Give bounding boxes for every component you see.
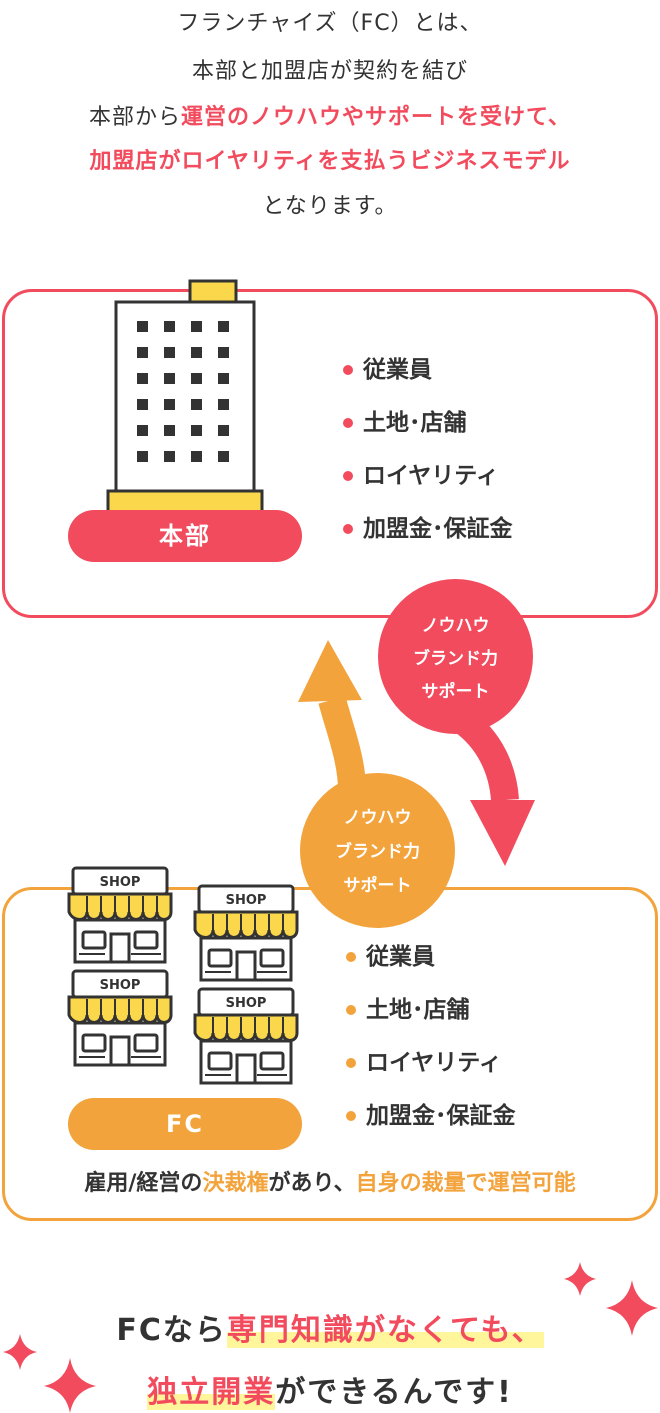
note-plain-1: 雇用/経営の <box>84 1171 203 1196</box>
closing-plain-2: ができるんです! <box>275 1375 513 1410</box>
fc-item-label: 従業員 <box>366 944 435 970</box>
note-highlight-1: 決裁権 <box>202 1171 269 1196</box>
fc-item: 従業員 <box>346 937 516 990</box>
sparkle-icon <box>606 1280 658 1336</box>
arrow-down-head <box>470 800 535 866</box>
support-orange-line-2: ブランド力 <box>335 842 420 862</box>
intro-line-3: 本部から運営のノウハウやサポートを受けて、 <box>0 99 660 131</box>
hq-item-label: 加盟金･保証金 <box>363 516 513 542</box>
franchise-note: 雇用/経営の決裁権があり、自身の裁量で運営可能 <box>0 1165 660 1197</box>
bullet-dot <box>343 471 353 481</box>
sparkle-icon <box>44 1358 96 1413</box>
bullet-dot <box>346 1058 356 1068</box>
bullet-dot <box>343 365 353 375</box>
shop-sign: SHOP <box>100 875 141 890</box>
support-orange-line-1: ノウハウ <box>343 808 412 828</box>
fc-item-label: 土地･店舗 <box>366 997 470 1023</box>
headquarters-label: 本部 <box>68 510 302 562</box>
intro-line-3-highlight: 運営のノウハウやサポートを受けて、 <box>181 105 571 130</box>
intro-line-2: 本部と加盟店が契約を結び <box>191 59 468 84</box>
fc-item-label: ロイヤリティ <box>366 1050 502 1076</box>
hq-item-label: ロイヤリティ <box>363 463 499 489</box>
intro-line-4: 加盟店がロイヤリティを支払うビジネスモデル <box>89 149 571 174</box>
support-red-line-1: ノウハウ <box>421 616 490 636</box>
note-plain-2: があり、 <box>268 1171 356 1196</box>
bullet-dot <box>346 1005 356 1015</box>
fc-item: 土地･店舗 <box>346 990 516 1043</box>
franchise-list: 従業員 土地･店舗 ロイヤリティ 加盟金･保証金 <box>346 937 516 1149</box>
closing-highlight-2: 独立開業 <box>147 1375 276 1410</box>
support-circle-orange: ノウハウ ブランド力 サポート <box>300 773 455 928</box>
intro-line-5: となります。 <box>262 194 398 219</box>
closing-highlight-1: 専門知識がなくても、 <box>226 1313 544 1348</box>
arrow-up-head <box>298 640 362 702</box>
shop-sign: SHOP <box>226 893 267 908</box>
intro-line-1: フランチャイズ（FC）とは、 <box>177 11 483 36</box>
headquarters-box <box>2 289 658 618</box>
support-circle-red: ノウハウ ブランド力 サポート <box>378 579 533 734</box>
bullet-dot <box>343 524 353 534</box>
hq-item-label: 従業員 <box>363 357 432 383</box>
franchise-label: FC <box>68 1098 302 1150</box>
hq-item: 従業員 <box>343 350 513 403</box>
hq-item: ロイヤリティ <box>343 456 513 509</box>
hq-item: 土地･店舗 <box>343 403 513 456</box>
support-orange-line-3: サポート <box>343 876 412 896</box>
sparkle-icon <box>3 1334 37 1370</box>
sparkle-icon <box>564 1262 596 1296</box>
closing-plain-1: FCなら <box>116 1313 227 1348</box>
hq-item: 加盟金･保証金 <box>343 509 513 562</box>
bullet-dot <box>346 952 356 962</box>
shop-sign: SHOP <box>100 978 141 993</box>
bullet-dot <box>343 418 353 428</box>
note-highlight-2: 自身の裁量で運営可能 <box>355 1171 576 1196</box>
intro-line-3-plain: 本部から <box>89 105 182 130</box>
fc-item: ロイヤリティ <box>346 1043 516 1096</box>
fc-item-label: 加盟金･保証金 <box>366 1103 516 1129</box>
shop-sign: SHOP <box>226 996 267 1011</box>
support-red-line-2: ブランド力 <box>413 649 498 669</box>
closing-line-2: 独立開業ができるんです! <box>0 1367 660 1411</box>
closing-line-1: FCなら専門知識がなくても、 <box>0 1305 660 1349</box>
fc-item: 加盟金･保証金 <box>346 1096 516 1149</box>
bullet-dot <box>346 1111 356 1121</box>
headquarters-list: 従業員 土地･店舗 ロイヤリティ 加盟金･保証金 <box>343 350 513 562</box>
support-red-line-3: サポート <box>421 682 490 702</box>
hq-item-label: 土地･店舗 <box>363 410 467 436</box>
